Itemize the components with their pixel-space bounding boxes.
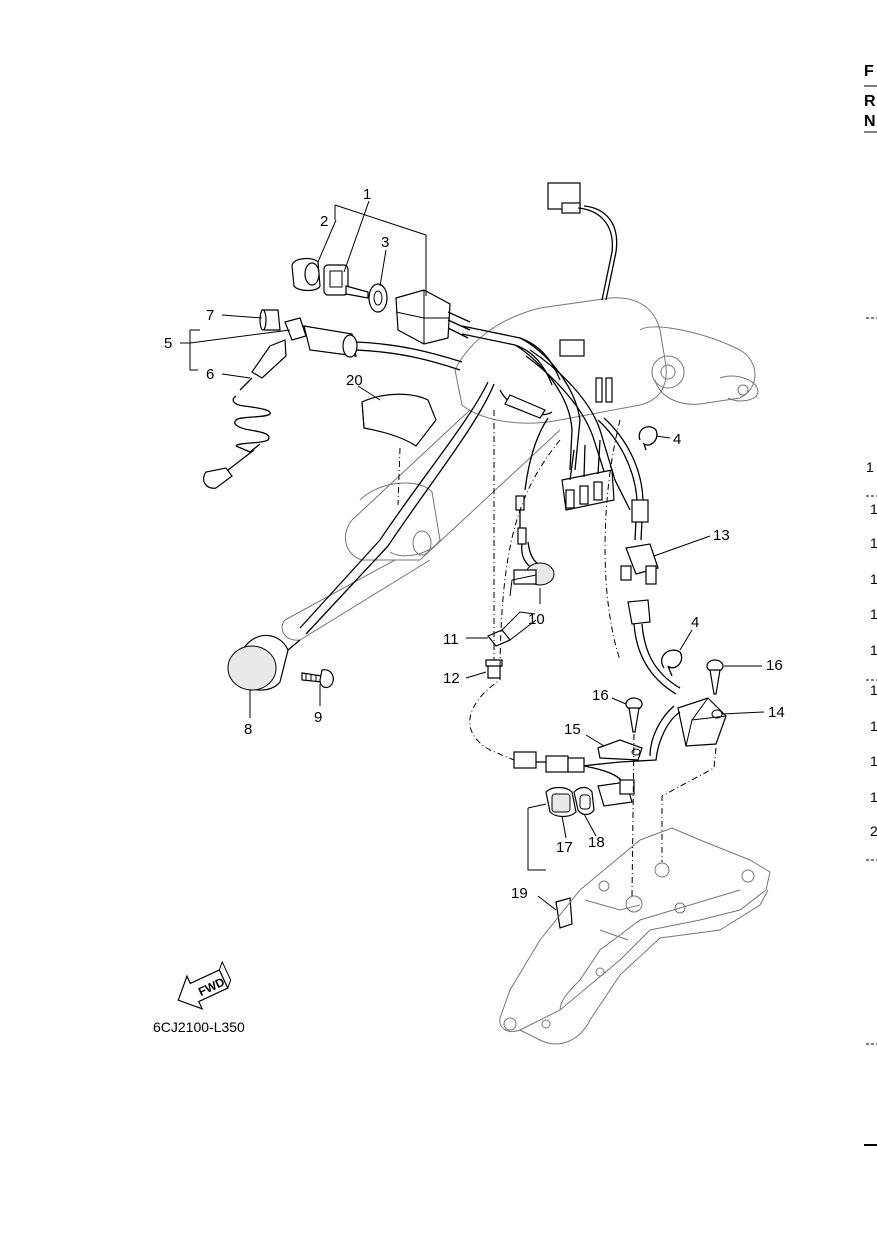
callout-18: 18 (588, 834, 605, 851)
edge-number: 1 (870, 753, 877, 769)
edge-number: 1 (870, 789, 877, 805)
lanyard-hook (203, 467, 233, 489)
junction-block (561, 439, 615, 511)
warning-buzzer (513, 495, 555, 586)
callout-8: 8 (244, 721, 252, 738)
callout-19: 19 (511, 885, 528, 902)
callout-12: 12 (443, 670, 460, 687)
bottom-base-plate (499, 827, 771, 1045)
tiller-handle-outline (281, 297, 759, 641)
grommet-18 (573, 786, 595, 816)
wire-clamp (597, 739, 643, 761)
edge-number: 1 (870, 501, 877, 517)
leader-lines (180, 200, 765, 911)
callout-15: 15 (564, 721, 581, 738)
switch-nut (368, 283, 388, 313)
wire-harness (299, 182, 644, 635)
edge-number: 1 (870, 535, 877, 551)
right-edge-column: F R N 1 1 1 1 1 1 1 1 1 1 2 (864, 63, 877, 1146)
edge-number: 2 (870, 823, 877, 839)
edge-header-r: R (864, 93, 876, 110)
edge-header-n: N (864, 113, 876, 130)
throttle-grip-end (227, 634, 301, 691)
edge-number: 1 (870, 642, 877, 658)
callout-5: 5 (164, 335, 172, 352)
callout-20: 20 (346, 372, 363, 389)
lanyard-clip (251, 339, 287, 379)
wire-clip-lower (661, 649, 683, 677)
callout-11: 11 (443, 631, 459, 648)
callout-labels: 1 2 3 4 4 5 6 7 8 9 10 11 12 13 14 15 16… (164, 186, 785, 902)
engine-stop-switch-assy (203, 309, 463, 489)
callout-1: 1 (363, 186, 371, 203)
main-switch-body (395, 289, 451, 345)
callout-9: 9 (314, 709, 322, 726)
callout-16-upper: 16 (766, 657, 783, 674)
edge-number: 1 (870, 682, 877, 698)
callout-7: 7 (206, 307, 214, 324)
callout-4-lower: 4 (691, 614, 699, 631)
throttle-screw (301, 669, 334, 689)
screw-lower (625, 697, 643, 733)
lower-leads (513, 751, 635, 807)
relay-harness (565, 599, 727, 769)
edge-number: 1 (870, 718, 877, 734)
callout-2: 2 (320, 213, 328, 230)
callout-10: 10 (528, 611, 545, 628)
callout-3: 3 (381, 234, 389, 251)
figure-code: 6CJ2100-L350 (153, 1019, 245, 1035)
callout-13: 13 (713, 527, 730, 544)
forward-arrow: FWD (177, 960, 232, 1010)
edge-number: 1 (870, 606, 877, 622)
edge-number: 1 (870, 571, 877, 587)
screw-upper (706, 659, 724, 695)
callout-4-upper: 4 (673, 431, 681, 448)
callout-14: 14 (768, 704, 785, 721)
callout-16-lower: 16 (592, 687, 609, 704)
lanyard-coil (232, 395, 271, 447)
edge-number: 1 (866, 459, 874, 475)
callout-17: 17 (556, 839, 573, 856)
callout-6: 6 (206, 366, 214, 383)
forward-arrow-icon (177, 969, 229, 1010)
wire-coupler (620, 499, 659, 585)
main-switch-assy (291, 257, 471, 345)
assembly-centerlines (397, 410, 717, 897)
edge-header-f: F (864, 63, 874, 80)
harness-cover (361, 393, 437, 447)
wire-clip-upper (638, 426, 658, 451)
